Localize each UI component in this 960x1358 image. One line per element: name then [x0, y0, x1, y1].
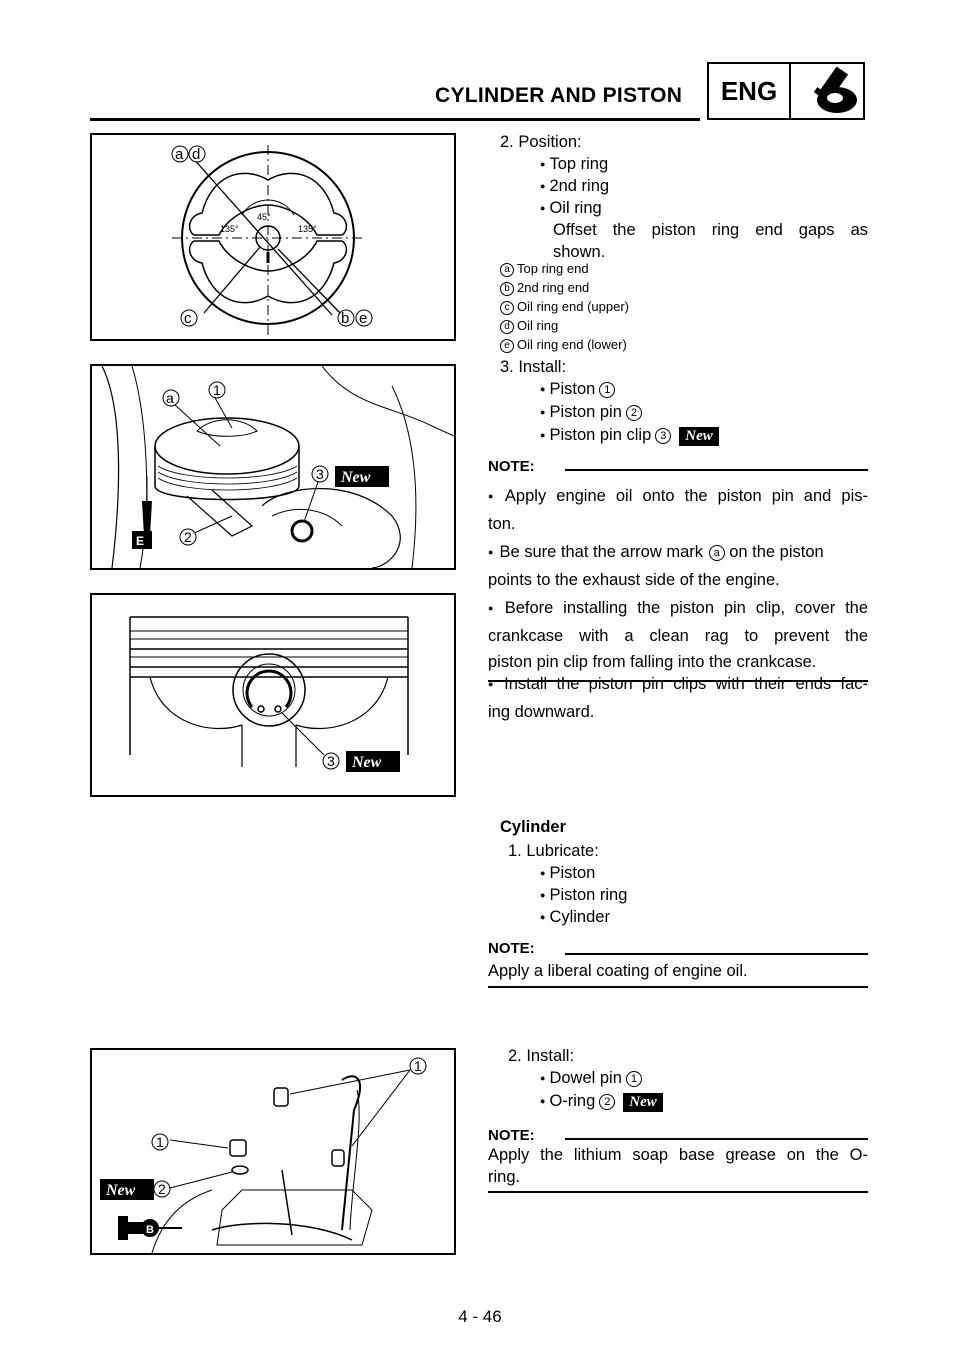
list-item: Piston [540, 862, 595, 886]
angle-label-135-right: 135° [298, 224, 317, 234]
callout-d: d [192, 146, 200, 163]
angle-label-45: 45° [257, 212, 271, 222]
note-label: NOTE: [488, 940, 535, 957]
list-item: Top ring [540, 153, 608, 177]
callout-3: 3 [327, 753, 335, 769]
callout-1: 1 [414, 1058, 422, 1074]
callout-b: b [341, 310, 349, 327]
section-heading: Cylinder [500, 818, 567, 836]
engine-oil-badge: E [136, 534, 144, 548]
note-rule [565, 469, 868, 471]
header-rule [90, 118, 700, 121]
section-tab-divider [789, 62, 791, 120]
note-text: Apply a liberal coating of engine oil. [488, 962, 748, 980]
callout-e: e [359, 310, 367, 327]
callout-1: 1 [156, 1134, 164, 1150]
new-part-badge: New [340, 469, 371, 486]
page-section-title: CYLINDER AND PISTON [435, 84, 683, 107]
callout-c: c [184, 310, 192, 327]
note-item: Install the piston pin clips with their … [488, 673, 868, 721]
piston-install-illustration: E a 1 3 2 New [90, 364, 456, 570]
section-label: ENG [720, 76, 778, 106]
note-item: Be sure that the arrow mark a on the pis… [488, 541, 868, 589]
note-item: Apply engine oil onto the piston pin and… [488, 485, 868, 533]
note-rule [565, 1138, 868, 1140]
dowel-pin-oring-illustration: 1 1 2 New B [90, 1048, 456, 1255]
callout-a: a [166, 390, 174, 406]
page-number: 4 - 46 [458, 1307, 502, 1326]
new-part-badge: New [351, 754, 382, 771]
step-heading: 2. Install: [508, 1047, 575, 1065]
note-end-rule [488, 986, 868, 988]
step-description: Offset the piston ring end gaps as [553, 221, 868, 239]
step-heading: 2. Position: [500, 133, 582, 151]
note-text-cont: ring. [488, 1168, 521, 1186]
callout-2: 2 [158, 1181, 166, 1197]
callout-2: 2 [184, 529, 192, 545]
note-item: Before installing the piston pin clip, c… [488, 597, 868, 671]
note-label: NOTE: [488, 458, 535, 475]
callout-3: 3 [316, 466, 324, 482]
step-heading: 1. Lubricate: [508, 842, 599, 860]
section-tab [707, 62, 865, 120]
new-part-badge: New [679, 427, 719, 446]
grease-badge: B [146, 1224, 154, 1236]
list-item: 2nd ring [540, 175, 609, 199]
callout-a: a [175, 146, 184, 163]
piston-pin-clip-diagram: 3 New [90, 593, 456, 797]
new-part-badge: New [105, 1182, 136, 1199]
piston-ring-gap-diagram: 45° 135° 135° a d c b e [90, 133, 456, 341]
list-item: Oil ring [540, 197, 601, 221]
step-description-cont: shown. [553, 243, 606, 261]
note-end-rule [488, 680, 868, 682]
step-heading: 3. Install: [500, 358, 567, 376]
note-text: Apply the lithium soap base grease on th… [488, 1146, 868, 1164]
list-item: Piston ring [540, 884, 627, 908]
engine-wrench-icon [793, 64, 863, 118]
new-part-badge: New [623, 1093, 663, 1112]
list-item: Cylinder [540, 906, 610, 930]
note-end-rule [488, 1191, 868, 1193]
callout-1: 1 [213, 382, 221, 398]
note-rule [565, 953, 868, 955]
angle-label-135-left: 135° [220, 224, 239, 234]
note-label: NOTE: [488, 1127, 535, 1144]
